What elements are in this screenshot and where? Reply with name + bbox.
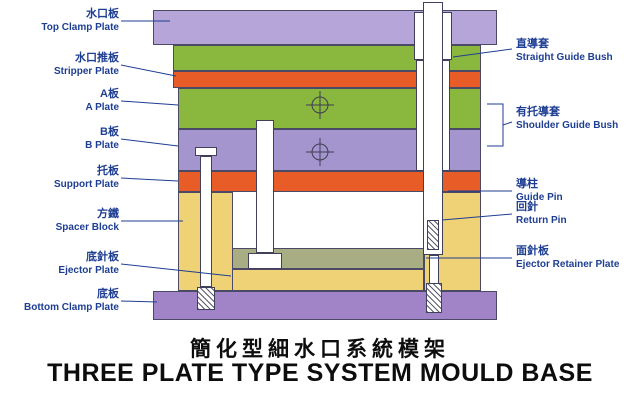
guide-pin-tip [427, 220, 439, 250]
label-b-plate-en: B Plate [85, 140, 119, 151]
label-a-plate-en: A Plate [85, 102, 119, 113]
ejector-plate [232, 269, 424, 291]
label-straight-guide-bush-en: Straight Guide Bush [516, 52, 613, 63]
shoulder-bush-bracket [487, 103, 504, 147]
label-top-clamp-plate: 水口板 Top Clamp Plate [4, 8, 119, 34]
label-shoulder-guide-bush: 有托導套 Shoulder Guide Bush [516, 106, 640, 132]
label-top-clamp-plate-zh: 水口板 [86, 8, 119, 20]
label-ejector-plate-zh: 底針板 [86, 251, 119, 263]
label-shoulder-guide-bush-en: Shoulder Guide Bush [516, 120, 619, 131]
title-english: THREE PLATE TYPE SYSTEM MOULD BASE [47, 359, 593, 387]
screw-left-cap [195, 147, 217, 156]
label-straight-guide-bush: 直導套 Straight Guide Bush [516, 38, 640, 64]
return-pin-thread [426, 283, 442, 313]
label-bottom-clamp-plate-en: Bottom Clamp Plate [23, 302, 119, 313]
label-ejector-retainer-plate-en: Ejector Retainer Plate [516, 259, 620, 270]
label-guide-pin-zh: 導柱 [516, 178, 538, 190]
label-stripper-plate: 水口推板 Stripper Plate [4, 52, 119, 78]
label-ejector-retainer-plate-zh: 面針板 [516, 245, 549, 257]
label-shoulder-guide-bush-zh: 有托導套 [516, 106, 560, 118]
label-support-plate-zh: 托板 [97, 165, 119, 177]
label-top-clamp-plate-en: Top Clamp Plate [41, 22, 119, 33]
label-a-plate-zh: A板 [100, 88, 119, 100]
support-pillar [256, 120, 274, 253]
label-return-pin-zh: 回針 [516, 201, 538, 213]
label-b-plate-zh: B板 [100, 126, 119, 138]
label-support-plate: 托板 Support Plate [4, 165, 119, 191]
label-stripper-plate-en: Stripper Plate [53, 66, 119, 77]
label-bottom-clamp-plate: 底板 Bottom Clamp Plate [4, 288, 119, 314]
label-straight-guide-bush-zh: 直導套 [516, 38, 549, 50]
screw-left-shaft [200, 156, 212, 287]
label-bottom-clamp-plate-zh: 底板 [97, 288, 119, 300]
label-stripper-plate-zh: 水口推板 [75, 52, 119, 64]
label-ejector-plate: 底針板 Ejector Plate [4, 251, 119, 277]
label-ejector-plate-en: Ejector Plate [58, 265, 119, 276]
title-chinese: 簡化型細水口系統模架 [190, 338, 450, 361]
label-ejector-retainer-plate: 面針板 Ejector Retainer Plate [516, 245, 640, 271]
label-return-pin-en: Return Pin [516, 215, 567, 226]
label-spacer-block-en: Spacer Block [55, 222, 119, 233]
label-guide-pin-en: Guide Pin [516, 192, 563, 203]
return-pin-shaft [429, 255, 439, 285]
guide-pin [423, 2, 443, 255]
label-spacer-block-zh: 方鐵 [97, 208, 119, 220]
label-support-plate-en: Support Plate [53, 179, 119, 190]
screw-left-thread [197, 287, 215, 310]
stripper-plate-band [173, 71, 481, 88]
label-return-pin: 回針 Return Pin [516, 201, 640, 227]
label-guide-pin: 導柱 Guide Pin [516, 178, 640, 204]
label-b-plate: B板 B Plate [4, 126, 119, 152]
support-plate [178, 171, 481, 192]
label-spacer-block: 方鐵 Spacer Block [4, 208, 119, 234]
label-a-plate: A板 A Plate [4, 88, 119, 114]
support-pillar-base [248, 253, 282, 269]
